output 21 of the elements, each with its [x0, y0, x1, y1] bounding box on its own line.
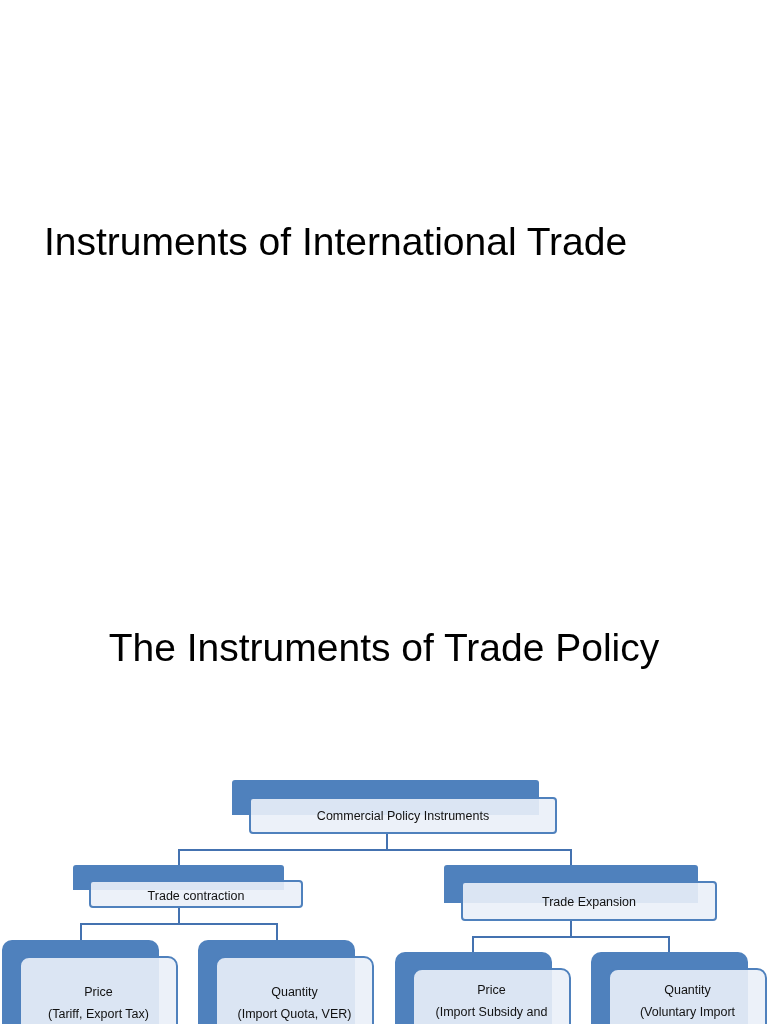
box-heading: Trade Expansion — [541, 894, 636, 910]
box-heading: Quantity — [664, 982, 711, 998]
tabbed-box — [444, 865, 717, 921]
box-heading: Quantity — [271, 984, 318, 1000]
box-text: (Tariff, Export Tax) — [48, 1006, 149, 1022]
box-text: (Import Subsidy and — [435, 1004, 548, 1020]
tabbed-box — [73, 865, 303, 908]
slide-title: Instruments of International Trade — [44, 219, 628, 265]
box-heading: Price — [84, 984, 113, 1000]
box-text: (Voluntary Import — [639, 1004, 736, 1020]
box-heading: Price — [477, 982, 506, 998]
connector-line — [386, 833, 572, 866]
box-heading: Commercial Policy Instruments — [316, 808, 490, 824]
tabbed-box — [232, 780, 557, 834]
box-heading: Trade contraction — [147, 888, 245, 904]
connector-line — [178, 907, 278, 941]
tabbed-box — [198, 940, 374, 1024]
tabbed-box — [2, 940, 178, 1024]
slide-title: The Instruments of Trade Policy — [107, 625, 661, 671]
connector-line — [570, 920, 670, 953]
box-text: (Import Quota, VER) — [237, 1006, 352, 1022]
